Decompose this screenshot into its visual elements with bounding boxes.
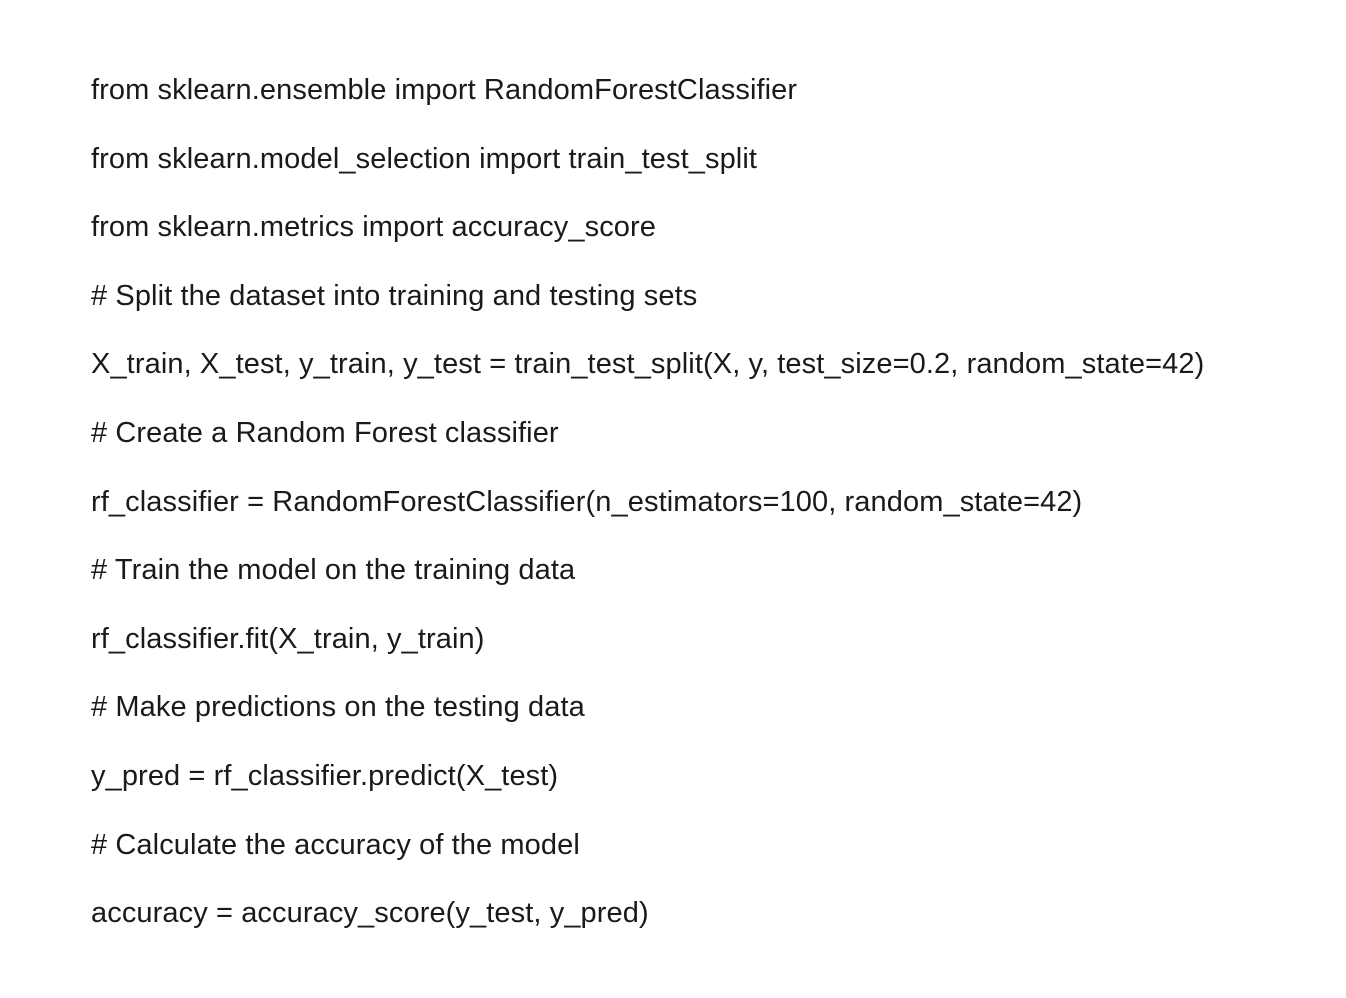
code-line: accuracy = accuracy_score(y_test, y_pred… <box>91 897 649 930</box>
code-line: rf_classifier = RandomForestClassifier(n… <box>91 485 1083 518</box>
comment-line: # Create a Random Forest classifier <box>91 416 559 449</box>
code-line: y_pred = rf_classifier.predict(X_test) <box>91 759 559 792</box>
document-body: from sklearn.ensemble import RandomFores… <box>91 68 1331 960</box>
code-line: X_train, X_test, y_train, y_test = train… <box>91 348 1205 381</box>
import-line: from sklearn.metrics import accuracy_sco… <box>91 211 657 244</box>
comment-line: # Make predictions on the testing data <box>91 691 585 724</box>
import-line: from sklearn.ensemble import RandomFores… <box>91 74 798 106</box>
import-line: from sklearn.model_selection import trai… <box>91 142 758 175</box>
comment-line: # Split the dataset into training and te… <box>91 279 698 312</box>
comment-line: # Train the model on the training data <box>91 554 576 587</box>
comment-line: # Calculate the accuracy of the model <box>91 828 580 861</box>
code-line: rf_classifier.fit(X_train, y_train) <box>91 622 485 655</box>
